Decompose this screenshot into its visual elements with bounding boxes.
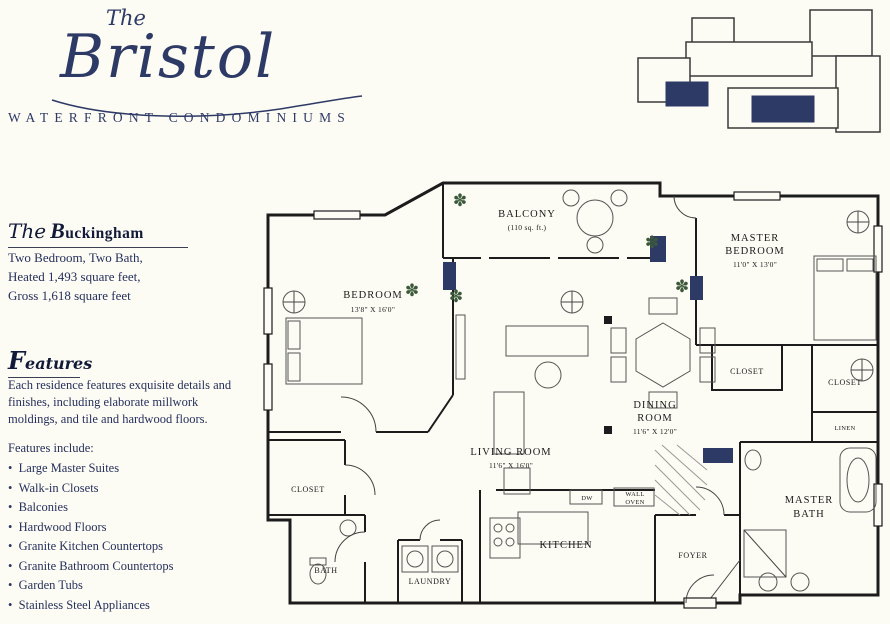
room-label-closet-right: CLOSET xyxy=(828,378,862,387)
features-heading: Features xyxy=(8,346,92,378)
room-label-master-bedroom: MASTER xyxy=(731,233,780,244)
room-dim-dining-room: 11'6" X 12'0" xyxy=(633,427,677,436)
hatched-area xyxy=(654,444,708,516)
room-label-bath: BATH xyxy=(314,566,337,575)
accent-markers xyxy=(443,236,733,463)
highlighted-unit-marker xyxy=(665,81,709,107)
ceiling-fan-symbols xyxy=(282,210,874,382)
floor-plan: ✽ ✽ ✽ ✽ ✽ BALCONY (110 sq. ft.) MASTER B… xyxy=(256,170,888,619)
room-label-laundry: LAUNDRY xyxy=(409,577,452,586)
room-label-linen: LINEN xyxy=(835,425,856,432)
features-list: Large Master Suites Walk-in Closets Balc… xyxy=(8,459,174,616)
highlighted-unit-marker xyxy=(751,95,815,123)
room-label-master-bath: BATH xyxy=(793,509,824,520)
site-buildings xyxy=(637,9,881,133)
label-wall-oven: OVEN xyxy=(625,499,644,506)
room-label-living-room: LIVING ROOM xyxy=(470,447,551,458)
svg-text:✽: ✽ xyxy=(453,191,467,210)
list-item: Balconies xyxy=(8,498,173,518)
list-item: Garden Tubs xyxy=(8,576,173,596)
list-item: Granite Bathroom Countertops xyxy=(8,557,174,577)
room-label-bedroom: BEDROOM xyxy=(343,290,403,301)
brand-the: The xyxy=(106,6,146,30)
room-label-dining-room: DINING xyxy=(633,400,676,411)
room-dim-living-room: 11'6" X 16'0" xyxy=(489,461,533,470)
label-dishwasher: DW xyxy=(581,495,593,502)
brand-tagline: WATERFRONT CONDOMINIUMS xyxy=(8,110,351,125)
room-label-closet-bedroom: CLOSET xyxy=(291,485,325,494)
room-label-foyer: FOYER xyxy=(678,551,707,560)
plan-specs: Two Bedroom, Two Bath, Heated 1,493 squa… xyxy=(8,248,143,305)
list-item: Stainless Steel Appliances xyxy=(8,596,173,616)
logo-flourish xyxy=(51,95,363,117)
room-dim-master-bedroom: 11'0" X 13'0" xyxy=(733,260,777,269)
room-label-closet-master: CLOSET xyxy=(730,367,764,376)
room-labels: BALCONY (110 sq. ft.) MASTER BEDROOM 11'… xyxy=(291,209,862,586)
spec-line: Gross 1,618 square feet xyxy=(8,288,131,303)
label-wall-oven: WALL xyxy=(625,491,644,498)
room-label-dining-room: ROOM xyxy=(637,413,673,424)
kitchen-fixtures xyxy=(489,487,655,559)
features-include-label: Features include: xyxy=(8,441,94,455)
door-arcs xyxy=(334,195,725,604)
list-item: Granite Kitchen Countertops xyxy=(8,537,173,557)
furniture xyxy=(285,189,877,592)
brand-logo: The Bristol WATERFRONT CONDOMINIUMS xyxy=(8,6,398,126)
svg-text:✽: ✽ xyxy=(405,281,419,300)
list-item: Walk-in Closets xyxy=(8,479,173,499)
plan-title-name: Buckingham xyxy=(50,218,144,243)
spec-line: Heated 1,493 square feet, xyxy=(8,269,141,284)
walls xyxy=(263,181,883,609)
brand-name: Bristol xyxy=(60,22,277,92)
site-key-plan xyxy=(622,6,888,142)
room-label-balcony: BALCONY xyxy=(498,209,556,220)
svg-text:✽: ✽ xyxy=(449,287,463,306)
list-item: Large Master Suites xyxy=(8,459,173,479)
features-description: Each residence features exquisite detail… xyxy=(8,378,232,426)
plan-title-the: The xyxy=(8,219,47,243)
room-label-master-bedroom: BEDROOM xyxy=(725,246,785,257)
spec-line: Two Bedroom, Two Bath, xyxy=(8,250,143,265)
room-label-master-bath: MASTER xyxy=(785,495,834,506)
svg-text:✽: ✽ xyxy=(645,233,659,252)
room-label-kitchen: KITCHEN xyxy=(539,540,592,551)
room-dim-bedroom: 13'8" X 16'0" xyxy=(351,305,395,314)
list-item: Hardwood Floors xyxy=(8,518,173,538)
room-dim-balcony: (110 sq. ft.) xyxy=(508,223,547,232)
svg-text:✽: ✽ xyxy=(675,277,689,296)
plant-icons: ✽ ✽ ✽ ✽ ✽ xyxy=(405,191,689,306)
